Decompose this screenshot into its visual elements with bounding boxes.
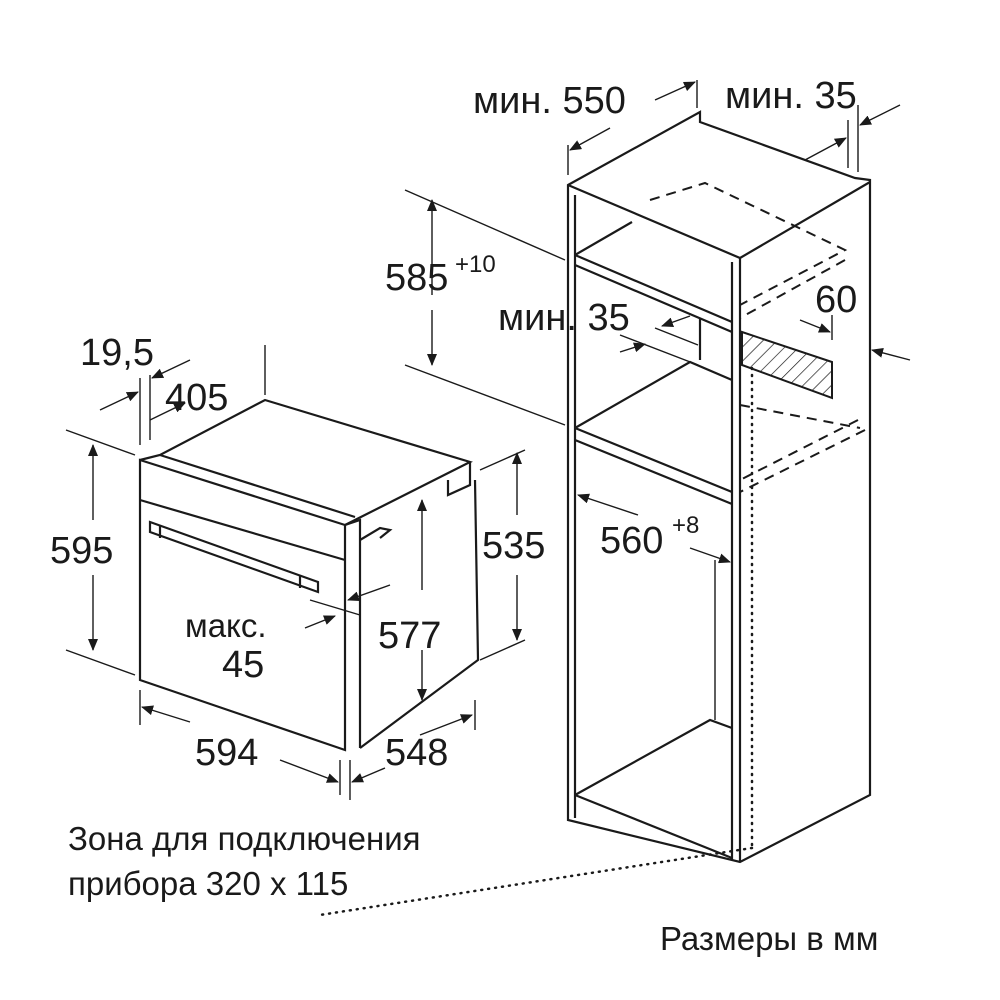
label-niche-height: 585 bbox=[385, 257, 448, 299]
label-vent-depth: 60 bbox=[815, 279, 857, 321]
label-oven-top-depth: 405 bbox=[165, 377, 228, 419]
label-niche-width-tol: +8 bbox=[672, 512, 699, 539]
units-note: Размеры в мм bbox=[660, 920, 878, 957]
dimension-lines bbox=[65, 80, 911, 800]
label-oven-depth: 548 bbox=[385, 732, 448, 774]
oven-drawing bbox=[138, 398, 480, 752]
label-rear-gap-top: мин. 35 bbox=[725, 75, 857, 117]
connection-zone-line1: Зона для подключения bbox=[68, 820, 421, 857]
connection-zone-line2: прибора 320 x 115 bbox=[68, 865, 348, 902]
label-rear-gap-mid: мин. 35 bbox=[498, 297, 630, 339]
label-niche-width: 560 bbox=[600, 520, 663, 562]
label-door-gap: макс. bbox=[185, 607, 267, 644]
label-niche-height-tol: +10 bbox=[455, 251, 496, 278]
cabinet-drawing bbox=[318, 110, 872, 917]
label-oven-height: 595 bbox=[50, 530, 113, 572]
label-oven-body-height: 535 bbox=[482, 525, 545, 567]
label-cabinet-depth: мин. 550 bbox=[473, 80, 626, 122]
label-panel-offset: 19,5 bbox=[80, 332, 154, 374]
label-door-gap-value: 45 bbox=[222, 644, 264, 686]
label-inner-height: 577 bbox=[378, 615, 441, 657]
label-oven-width: 594 bbox=[195, 732, 258, 774]
